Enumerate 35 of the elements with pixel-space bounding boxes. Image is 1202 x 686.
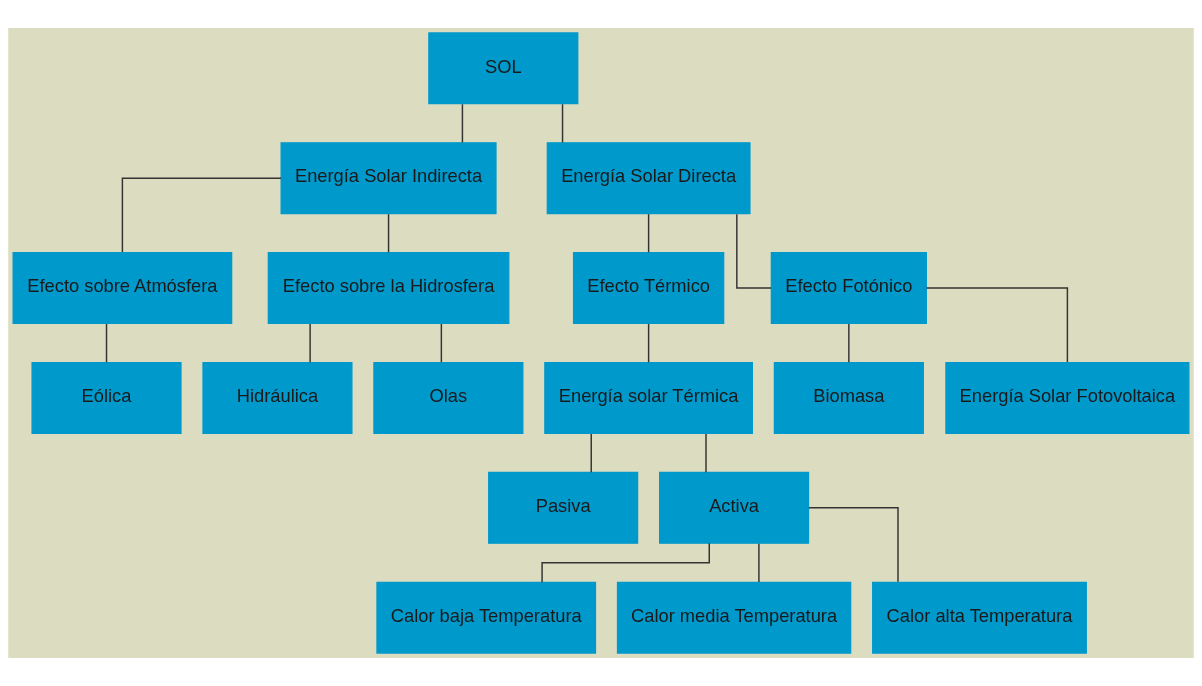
node-box: Efecto sobre la Hidrosfera <box>267 252 510 325</box>
connector <box>461 103 464 144</box>
connector <box>590 433 592 473</box>
connector <box>808 507 899 583</box>
connector <box>105 323 108 363</box>
node-box: Energía Solar Fotovoltaica <box>945 361 1190 434</box>
node-box: Pasiva <box>488 471 639 544</box>
node-box: Energía solar Térmica <box>544 361 753 434</box>
node-box: Biomasa <box>773 361 924 434</box>
connector <box>309 323 311 363</box>
node-box: Activa <box>659 471 810 544</box>
connector <box>758 543 760 583</box>
node-box: Efecto Térmico <box>572 252 725 325</box>
connector <box>925 287 1069 363</box>
connector <box>647 213 650 254</box>
connector <box>736 213 772 289</box>
connector <box>647 323 650 363</box>
node-box: Hidráulica <box>202 361 353 434</box>
node-box: Energía Solar Directa <box>546 142 751 215</box>
node-box: Calor alta Temperatura <box>872 581 1087 654</box>
node-box: Eólica <box>31 361 182 434</box>
connector <box>848 323 850 363</box>
node-box: SOL <box>428 32 579 105</box>
node-box: Olas <box>373 361 524 434</box>
connector <box>541 542 710 584</box>
connector <box>561 103 564 144</box>
connector <box>440 323 443 363</box>
node-box: Efecto sobre Atmósfera <box>12 252 233 325</box>
connector <box>387 213 390 254</box>
node-box: Efecto Fotónico <box>770 252 927 325</box>
node-box: Calor media Temperatura <box>616 581 852 654</box>
node-box: Energía Solar Indirecta <box>280 142 497 215</box>
connector <box>121 177 282 253</box>
connector <box>705 433 707 473</box>
node-box: Calor baja Temperatura <box>376 581 597 654</box>
